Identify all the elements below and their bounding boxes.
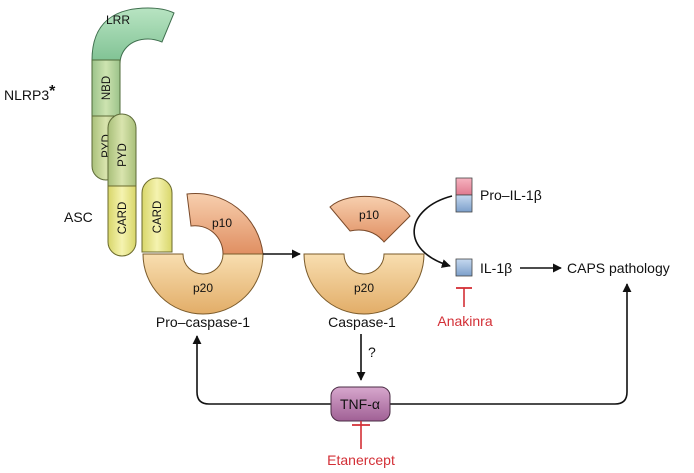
tnf-alpha-label: TNF-α: [340, 396, 380, 412]
pyd-domain-asc: [107, 113, 137, 187]
pro-il1b-pink-box: [455, 177, 473, 196]
p20-subunit-pro-caspase: [142, 253, 264, 315]
nlrp3-asterisk: *: [49, 83, 56, 100]
pyd-label-asc: PYD: [117, 143, 129, 167]
caspase-1-label: Caspase-1: [328, 314, 396, 330]
card-label-pro-caspase: CARD: [152, 201, 164, 234]
tnf-to-caps-arrow: [390, 283, 632, 405]
nbd-domain: [91, 59, 121, 117]
p20-label-caspase: p20: [354, 281, 374, 295]
p20-subunit-caspase: [303, 253, 425, 315]
tnf-to-pro-caspase-arrow: [192, 335, 331, 405]
lrr-label: LRR: [106, 13, 130, 27]
nlrp3-label: NLRP3*: [4, 83, 56, 103]
nlrp3-name: NLRP3: [4, 87, 49, 103]
etanercept-label: Etanercept: [327, 452, 395, 468]
pro-caspase-1-label: Pro–caspase-1: [156, 314, 250, 330]
p20-label-pro-caspase: p20: [193, 281, 213, 295]
pro-il1b-label: Pro–IL-1β: [480, 187, 542, 203]
caps-pathology-label: CAPS pathology: [567, 260, 670, 276]
p10-subunit-pro-caspase: [186, 192, 264, 255]
anakinra-label: Anakinra: [437, 313, 492, 329]
il1b-label: IL-1β: [480, 260, 512, 276]
card-domain-pro-caspase: [141, 177, 173, 253]
p10-subunit-caspase: [329, 195, 411, 243]
p10-label-caspase: p10: [359, 208, 379, 222]
card-domain-asc: [107, 185, 137, 257]
question-mark: ?: [368, 344, 376, 360]
il1b-box: [455, 258, 473, 277]
pro-il1b-blue-box: [455, 194, 473, 213]
card-label-asc: CARD: [117, 202, 129, 235]
p10-label-pro-caspase: p10: [212, 216, 232, 230]
asc-label: ASC: [64, 209, 93, 225]
processing-arrow: [413, 195, 453, 268]
nbd-label: NBD: [101, 76, 113, 100]
